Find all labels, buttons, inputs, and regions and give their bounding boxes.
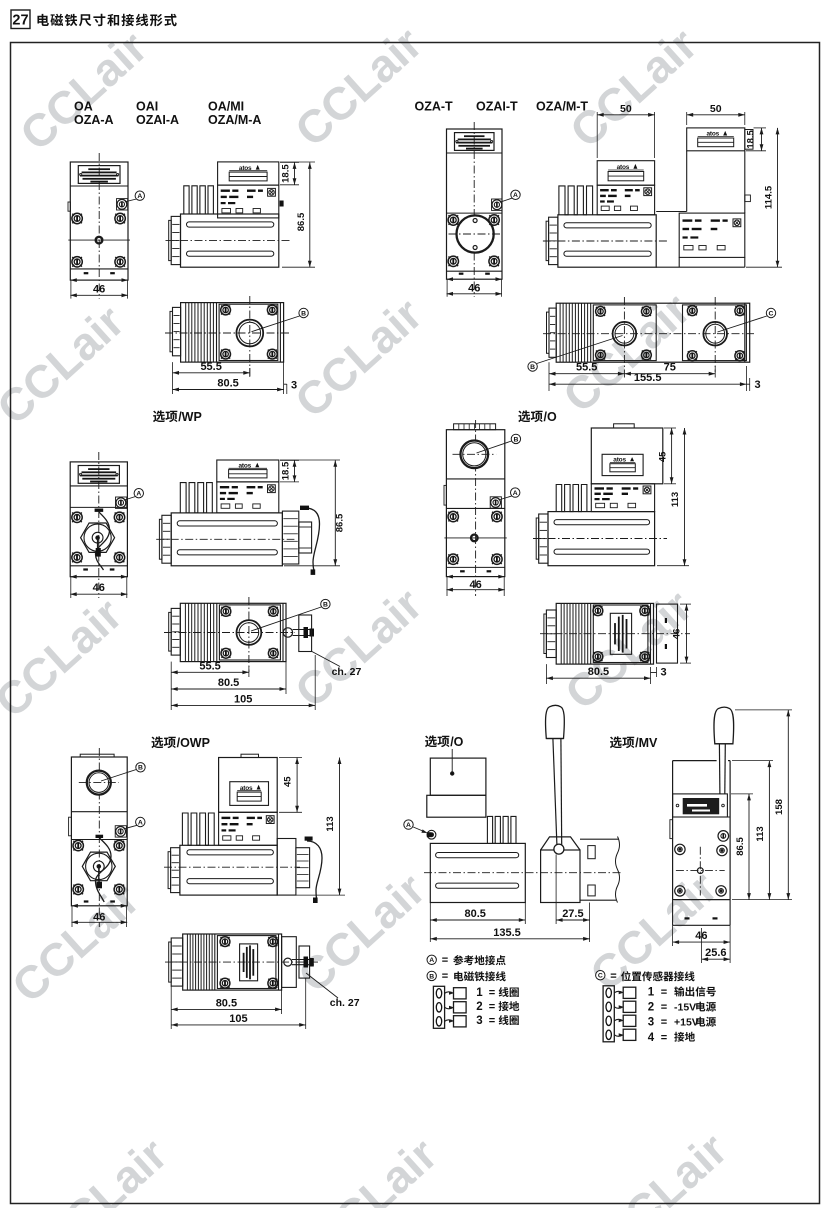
svg-text:25.6: 25.6 — [705, 947, 726, 959]
svg-text:45: 45 — [283, 776, 294, 787]
svg-text:80.5: 80.5 — [464, 908, 485, 920]
svg-text:atos: atos — [239, 462, 252, 469]
svg-text:C: C — [598, 973, 603, 980]
svg-text:55.5: 55.5 — [200, 361, 221, 373]
svg-text:-15V: -15V — [674, 1002, 696, 1014]
svg-text:B: B — [323, 602, 328, 609]
svg-text:1: 1 — [648, 987, 655, 999]
svg-text:/O: /O — [450, 735, 463, 749]
svg-text:86.5: 86.5 — [296, 212, 307, 231]
svg-text:155.5: 155.5 — [634, 372, 662, 384]
svg-text:2: 2 — [476, 1001, 482, 1013]
svg-text:86.5: 86.5 — [735, 837, 746, 856]
svg-text:113: 113 — [325, 816, 336, 831]
svg-text:atos: atos — [617, 164, 630, 171]
svg-text:3: 3 — [291, 380, 297, 392]
svg-text:46: 46 — [93, 283, 105, 295]
svg-text:=: = — [489, 1015, 495, 1027]
svg-text:atos: atos — [239, 165, 252, 172]
svg-text:B: B — [530, 364, 535, 371]
svg-text:158: 158 — [774, 799, 785, 815]
svg-text:86.5: 86.5 — [335, 513, 346, 532]
svg-text:50: 50 — [620, 103, 632, 115]
svg-text:55.5: 55.5 — [576, 362, 597, 374]
svg-text:45: 45 — [658, 451, 669, 462]
svg-text:18.5: 18.5 — [281, 164, 292, 183]
svg-text:atos: atos — [706, 131, 719, 138]
svg-text:A: A — [513, 192, 518, 199]
svg-text:114.5: 114.5 — [764, 185, 775, 209]
svg-text:OZAI-T: OZAI-T — [476, 100, 518, 114]
svg-text:46: 46 — [672, 629, 683, 640]
svg-text:46: 46 — [93, 582, 105, 594]
svg-text:ch. 27: ch. 27 — [330, 997, 360, 1009]
svg-text:/WP: /WP — [178, 410, 202, 424]
svg-text:2: 2 — [648, 1002, 654, 1014]
svg-text:46: 46 — [469, 579, 481, 591]
svg-text:18.5: 18.5 — [746, 129, 757, 148]
svg-text:A: A — [137, 193, 142, 200]
svg-text:3: 3 — [754, 379, 760, 391]
svg-text:OZA/M-A: OZA/M-A — [208, 113, 261, 127]
svg-text:105: 105 — [234, 693, 252, 705]
svg-text:3: 3 — [660, 667, 666, 679]
svg-text:=: = — [442, 971, 448, 983]
svg-text:B: B — [513, 436, 518, 443]
svg-text:B: B — [138, 765, 143, 772]
svg-text:OZA-A: OZA-A — [74, 113, 114, 127]
svg-text:/MV: /MV — [635, 736, 658, 750]
svg-text:=: = — [661, 1017, 667, 1029]
svg-text:=: = — [442, 955, 448, 967]
svg-text:80.5: 80.5 — [588, 666, 609, 678]
svg-text:1: 1 — [476, 987, 483, 999]
svg-text:46: 46 — [93, 912, 105, 924]
svg-text:46: 46 — [468, 283, 480, 295]
svg-text:=: = — [610, 971, 616, 983]
svg-text:3: 3 — [648, 1017, 654, 1029]
svg-text:B: B — [301, 310, 306, 317]
svg-text:atos: atos — [613, 457, 626, 464]
svg-text:80.5: 80.5 — [216, 997, 237, 1009]
svg-text:ch. 27: ch. 27 — [332, 666, 362, 678]
svg-text:B: B — [429, 973, 434, 980]
svg-text:A: A — [406, 822, 411, 829]
svg-text:=: = — [661, 1032, 667, 1044]
svg-text:=: = — [661, 987, 667, 999]
svg-text:=: = — [489, 987, 495, 999]
svg-text:OZAI-A: OZAI-A — [136, 113, 179, 127]
svg-text:80.5: 80.5 — [217, 378, 238, 390]
svg-text:105: 105 — [229, 1013, 247, 1025]
svg-text:113: 113 — [755, 826, 766, 841]
svg-text:OZA-T: OZA-T — [415, 100, 454, 114]
svg-text:135.5: 135.5 — [493, 927, 521, 939]
svg-text:C: C — [769, 310, 774, 317]
svg-text:113: 113 — [670, 492, 681, 507]
svg-text:A: A — [429, 957, 434, 964]
svg-text:3: 3 — [476, 1015, 482, 1027]
svg-text:27.5: 27.5 — [562, 908, 583, 920]
svg-text:75: 75 — [664, 362, 676, 374]
svg-text:=: = — [661, 1002, 667, 1014]
svg-text:+15V: +15V — [674, 1017, 699, 1029]
svg-text:atos: atos — [240, 785, 253, 792]
svg-text:18.5: 18.5 — [281, 461, 292, 480]
svg-text:OA: OA — [74, 100, 93, 114]
svg-text:=: = — [489, 1001, 495, 1013]
svg-text:55.5: 55.5 — [199, 660, 220, 672]
svg-text:OAI: OAI — [136, 100, 158, 114]
svg-text:27: 27 — [12, 12, 28, 28]
svg-text:4: 4 — [648, 1032, 655, 1044]
svg-text:80.5: 80.5 — [218, 677, 239, 689]
svg-text:A: A — [513, 490, 518, 497]
svg-text:OA/MI: OA/MI — [208, 100, 244, 114]
svg-text:A: A — [138, 819, 143, 826]
svg-text:50: 50 — [710, 103, 722, 115]
svg-text:OZA/M-T: OZA/M-T — [536, 100, 588, 114]
svg-text:/OWP: /OWP — [177, 736, 210, 750]
svg-text:A: A — [136, 491, 141, 498]
svg-text:/O: /O — [544, 410, 557, 424]
